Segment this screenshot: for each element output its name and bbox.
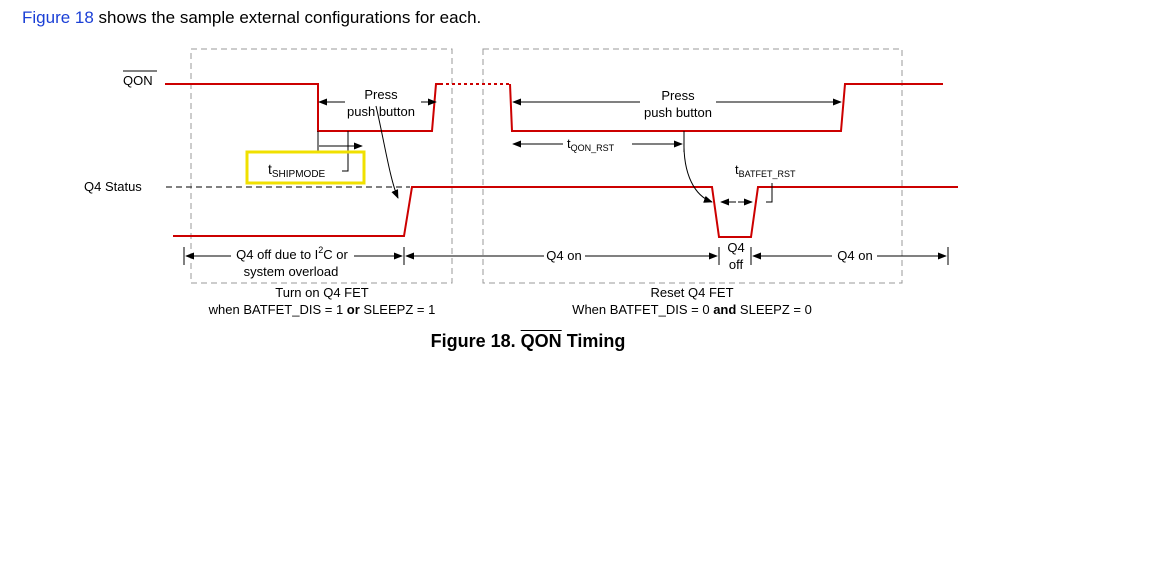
right-section-condition: When BATFET_DIS = 0 and SLEEPZ = 0 xyxy=(572,302,812,317)
qon-waveform-right xyxy=(509,83,943,132)
right-section-title: Reset Q4 FET xyxy=(650,285,733,300)
qon-waveform-left xyxy=(165,83,440,132)
q4-status-label: Q4 Status xyxy=(84,179,142,194)
caption-suffix: Timing xyxy=(561,331,626,351)
q4-off-label-line2: system overload xyxy=(244,264,339,279)
q4-on-2-label: Q4 on xyxy=(837,248,872,263)
intro-text: shows the sample external configurations… xyxy=(93,8,482,27)
right-section-box xyxy=(482,48,903,284)
t-batfet-rst-label: tBATFET_RST xyxy=(735,162,796,179)
curve-arrow-left xyxy=(375,105,399,199)
t-qon-rst-label: tQON_RST xyxy=(567,136,615,153)
curve-arrow-right xyxy=(683,139,713,203)
q4-off-short-line2: off xyxy=(729,257,744,272)
q4-status-waveform xyxy=(173,186,958,238)
press-1-line1: Press xyxy=(364,87,398,102)
caption-signal: QON xyxy=(520,331,562,351)
shipmode-highlight-box xyxy=(245,150,366,185)
q4-off-short-line1: Q4 xyxy=(727,240,744,255)
q4-off-label-line1: Q4 off due to I2C or xyxy=(236,245,348,262)
left-section-box xyxy=(190,48,453,284)
figure-caption: Figure 18. QON Timing xyxy=(0,331,1056,352)
shipmode-leader xyxy=(342,152,349,172)
press-2-line2: push button xyxy=(644,105,712,120)
caption-prefix: Figure 18. xyxy=(430,331,521,351)
left-section-condition: when BATFET_DIS = 1 or SLEEPZ = 1 xyxy=(208,302,436,317)
left-section-title: Turn on Q4 FET xyxy=(275,285,368,300)
intro-sentence: Figure 18 shows the sample external conf… xyxy=(22,8,481,28)
t-shipmode-label: tSHIPMODE xyxy=(268,161,326,180)
press-1-line2: push button xyxy=(347,104,415,119)
figure-18-link[interactable]: Figure 18 xyxy=(22,8,94,27)
qon-signal-label: QON xyxy=(123,73,153,88)
press-2-line1: Press xyxy=(661,88,695,103)
q4-on-1-label: Q4 on xyxy=(546,248,581,263)
batfet-rst-leader xyxy=(766,183,773,203)
